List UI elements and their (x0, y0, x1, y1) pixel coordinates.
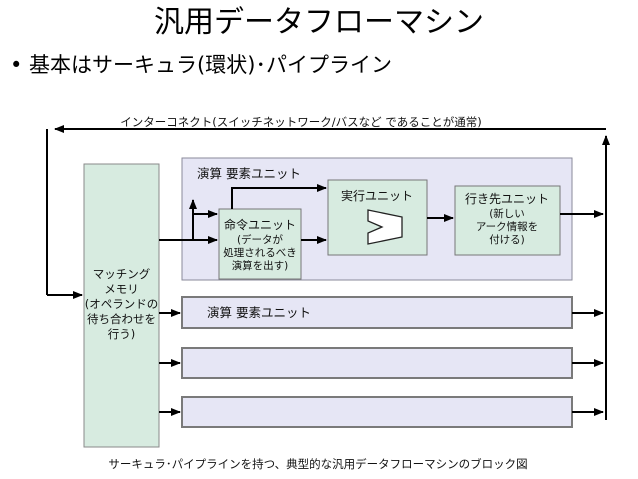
svg-text:待ち合わせを: 待ち合わせを (87, 312, 156, 326)
destination-unit-box (454, 185, 561, 256)
svg-text:演算を出す): 演算を出す) (232, 259, 289, 272)
execution-unit-label: 実行ユニット (341, 188, 413, 203)
svg-text:(新しい: (新しい (489, 207, 525, 220)
svg-text:(データが: (データが (237, 233, 284, 246)
svg-text:付ける): 付ける) (489, 233, 525, 246)
figure-caption: サーキュラ･パイプラインを持つ、典型的な汎用データフローマシンのブロック図 (108, 457, 527, 471)
pe-2-label: 演算 要素ユニット (207, 305, 311, 320)
matching-memory-box (83, 163, 160, 448)
svg-text:アーク情報を: アーク情報を (476, 220, 538, 233)
interconnect-label: インターコネクト(スイッチネットワーク/バスなど であることが通常) (120, 115, 481, 129)
pe-1-label: 演算 要素ユニット (197, 166, 301, 181)
arrow-instruction-to-execution-top (231, 184, 327, 209)
svg-text:行き先ユニット: 行き先ユニット (465, 192, 549, 206)
bullet-text: • 基本はサーキュラ(環状)･パイプライン (10, 53, 392, 77)
processing-element-2 (181, 296, 573, 329)
processing-element-4 (181, 396, 573, 428)
matching-memory-label: マッチング メモリ (オペランドの 待ち合わせを 行う) (85, 267, 159, 341)
interconnect-loop (46, 125, 610, 420)
slide-title: 汎用データフローマシン (154, 5, 484, 40)
pe-1-arrows (159, 184, 604, 244)
instruction-unit-label: 命令ユニット (データが 処理されるべき 演算を出す) (223, 217, 297, 272)
lower-pe-arrows (159, 309, 604, 416)
svg-text:処理されるべき: 処理されるべき (223, 246, 297, 259)
svg-text:(オペランドの: (オペランドの (85, 297, 159, 311)
instruction-unit-box (218, 208, 302, 280)
alu-icon (367, 209, 403, 245)
svg-text:行う): 行う) (108, 327, 136, 341)
destination-unit-label: 行き先ユニット (新しい アーク情報を 付ける) (465, 192, 549, 246)
svg-text:マッチング: マッチング (93, 267, 151, 281)
processing-element-3 (181, 347, 573, 379)
svg-text:メモリ: メモリ (104, 282, 139, 296)
svg-text:命令ユニット: 命令ユニット (224, 217, 296, 232)
